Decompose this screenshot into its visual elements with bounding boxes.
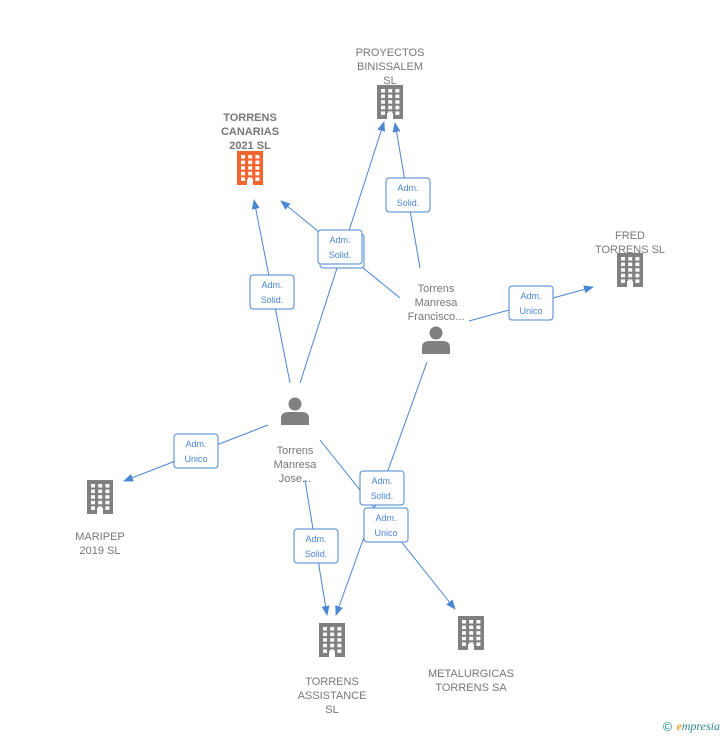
node-label: MARIPEP <box>75 531 125 543</box>
node-proyectos[interactable]: PROYECTOS BINISSALEM SL <box>356 47 425 119</box>
role-badge-box <box>249 274 295 310</box>
node-label: Jose... <box>279 473 311 485</box>
building-icon <box>319 623 345 657</box>
role-badge-text: Solid. <box>371 491 394 501</box>
node-maripep[interactable]: MARIPEP 2019 SL <box>75 480 125 557</box>
role-badge[interactable]: Adm. Unico <box>363 507 409 543</box>
role-badge-text: Adm. <box>261 280 282 290</box>
edges-layer <box>123 121 594 616</box>
role-badge[interactable]: Adm. Solid. <box>293 528 339 564</box>
node-label: Francisco... <box>408 311 465 323</box>
role-badge-text: Solid. <box>329 250 352 260</box>
role-badge-text: Solid. <box>397 198 420 208</box>
node-label: TORRENS <box>223 112 277 124</box>
node-label: METALURGICAS <box>428 668 514 680</box>
person-icon <box>281 397 309 425</box>
building-icon <box>617 253 643 287</box>
role-badge-text: Solid. <box>261 295 284 305</box>
node-metalurgicas[interactable]: METALURGICAS TORRENS SA <box>428 616 514 694</box>
brand-logo-text: mpresia <box>681 719 720 733</box>
building-icon <box>377 85 403 119</box>
node-francisco[interactable]: TorrensManresaFrancisco... <box>408 283 465 354</box>
badges-layer: Adm. Solid. Adm. Solid. Adm. Solid. Adm. Solid.… <box>173 177 554 564</box>
node-label: TORRENS <box>305 676 359 688</box>
role-badge-box <box>359 470 405 506</box>
role-badge-text: Adm. <box>329 235 350 245</box>
role-badge[interactable]: Adm. Solid. <box>317 229 363 265</box>
role-badge-text: Adm. <box>371 476 392 486</box>
role-badge[interactable]: Adm. Unico <box>173 433 219 469</box>
node-label: SL <box>325 704 338 716</box>
node-fred[interactable]: FRED TORRENS SL <box>595 230 665 287</box>
node-label: FRED <box>615 230 645 242</box>
nodes-layer: PROYECTOS BINISSALEM SL TORRENS CANARIAS 2021… <box>75 47 665 716</box>
copyright-icon: © <box>661 719 674 734</box>
role-badge-box <box>173 433 219 469</box>
node-label: SL <box>383 75 396 87</box>
building-icon <box>237 151 263 185</box>
node-label: 2019 SL <box>80 545 121 557</box>
node-label: ASSISTANCE <box>298 690 367 702</box>
role-badge[interactable]: Adm. Solid. <box>359 470 405 506</box>
node-label: BINISSALEM <box>357 61 423 73</box>
role-badge-text: Adm. <box>375 513 396 523</box>
role-badge-text: Unico <box>184 454 207 464</box>
brand-logo-initial: e <box>676 719 682 733</box>
role-badge-box <box>317 229 363 265</box>
role-badge-box <box>363 507 409 543</box>
role-badge[interactable]: Adm. Solid. <box>249 274 295 310</box>
role-badge[interactable]: Adm. Solid. <box>385 177 431 213</box>
node-label: Manresa <box>274 459 318 471</box>
role-badge-text: Adm. <box>185 439 206 449</box>
person-icon <box>422 326 450 354</box>
role-badge-text: Unico <box>519 306 542 316</box>
node-label: Manresa <box>415 297 459 309</box>
node-jose[interactable]: TorrensManresaJose... <box>274 397 318 486</box>
role-badge-text: Adm. <box>305 534 326 544</box>
node-assistance[interactable]: TORRENS ASSISTANCE SL <box>298 623 367 716</box>
node-label: Torrens <box>277 445 314 457</box>
role-badge-box <box>385 177 431 213</box>
role-badge-text: Adm. <box>520 291 541 301</box>
node-label: 2021 SL <box>229 140 271 152</box>
empresia-watermark[interactable]: © empresia <box>661 719 720 734</box>
role-badge-text: Unico <box>374 528 397 538</box>
building-icon <box>87 480 113 514</box>
node-label: CANARIAS <box>221 126 279 138</box>
building-icon <box>458 616 484 650</box>
node-label: TORRENS SA <box>435 682 507 694</box>
role-badge-text: Adm. <box>397 183 418 193</box>
node-label: TORRENS SL <box>595 244 665 256</box>
role-badge-box <box>508 285 554 321</box>
node-label: PROYECTOS <box>356 47 425 59</box>
role-badge-box <box>293 528 339 564</box>
role-badge-text: Solid. <box>305 549 328 559</box>
role-badge[interactable]: Adm. Unico <box>508 285 554 321</box>
node-label: Torrens <box>418 283 455 295</box>
node-torrens_canarias[interactable]: TORRENS CANARIAS 2021 SL <box>221 112 279 185</box>
